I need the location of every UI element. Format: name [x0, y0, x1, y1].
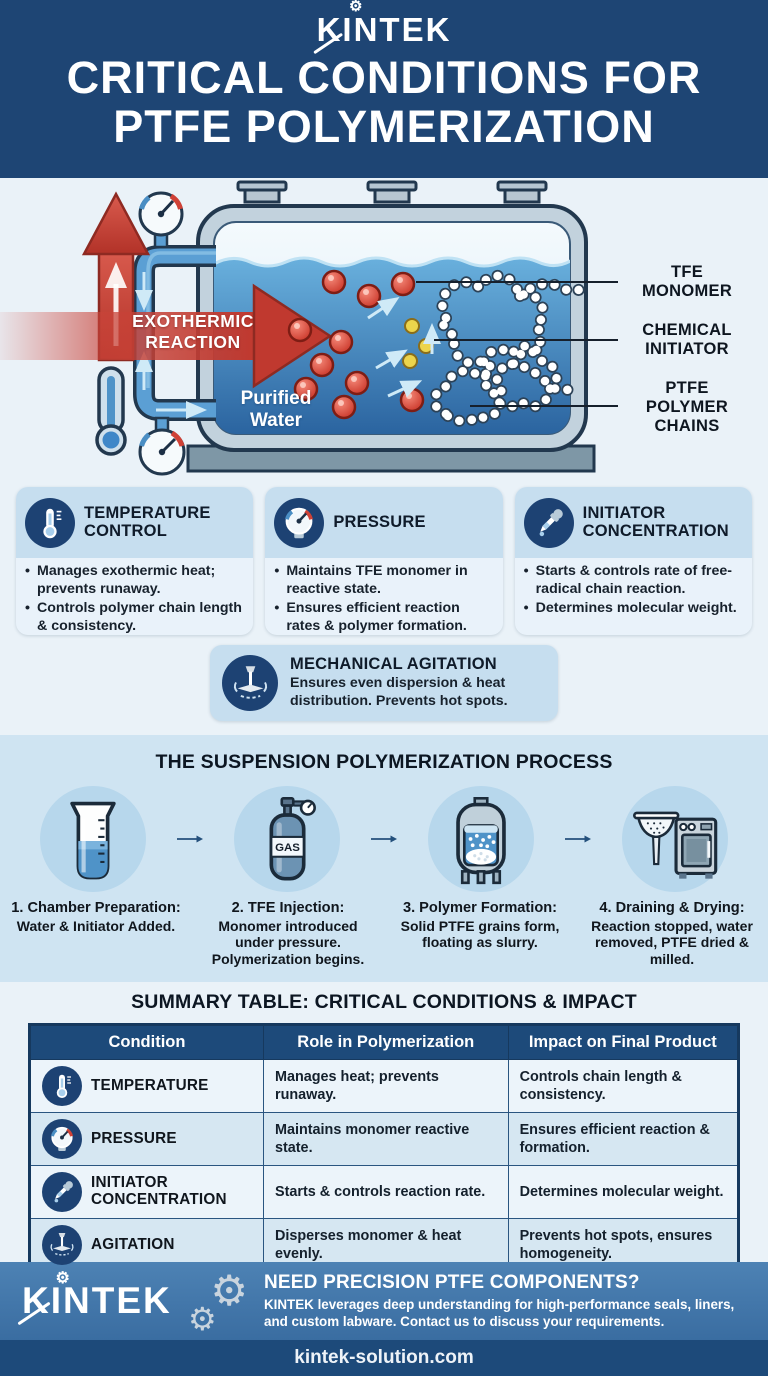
agitation-title: MECHANICAL AGITATION — [290, 655, 497, 674]
condition-cards: TEMPERATURE CONTROL Manages exothermic h… — [0, 485, 768, 635]
website-bar: kintek-solution.com — [0, 1340, 768, 1376]
gear-icon: ⚙ — [348, 0, 365, 15]
thermometer-icon — [25, 498, 75, 548]
card-title: PRESSURE — [333, 513, 426, 532]
process-steps-icons: GAS — [0, 786, 768, 892]
gas-label: GAS — [275, 842, 300, 854]
polymer-chains — [429, 269, 592, 427]
role-cell: Maintains monomer reactive state. — [262, 1112, 509, 1166]
column-header-impact: Impact on Final Product — [507, 1024, 740, 1060]
conditions-section: EXOTHERMIC REACTION Purified Water TFE M… — [0, 178, 768, 735]
thermometer-icon — [42, 1066, 82, 1106]
process-step-1: 1. Chamber Preparation: Water & Initiato… — [11, 900, 181, 934]
card-title: INITIATOR CONCENTRATION — [582, 504, 729, 540]
purified-water-label: Purified Water — [240, 388, 312, 431]
agitation-description: Ensures even dispersion & heat distribut… — [290, 675, 508, 709]
process-section: THE SUSPENSION POLYMERIZATION PROCESS — [0, 735, 768, 982]
pressure-gauge-icon — [274, 498, 325, 548]
process-step-4: 4. Draining & Drying: Reaction stopped, … — [591, 900, 753, 968]
card-bullet: Controls polymer chain length & consiste… — [24, 600, 247, 635]
tfe-monomer-label: TFE MONOMER — [641, 263, 733, 301]
summary-table: Condition Role in Polymerization Impact … — [28, 1023, 740, 1274]
condition-card-temperature: TEMPERATURE CONTROL Manages exothermic h… — [16, 487, 254, 635]
summary-header-row: Condition Role in Polymerization Impact … — [29, 1024, 740, 1060]
footer-heading: NEED PRECISION PTFE COMPONENTS? — [264, 1271, 640, 1293]
column-header-condition: Condition — [29, 1024, 264, 1060]
card-bullet: Ensures efficient reaction rates & polym… — [273, 600, 496, 635]
ptfe-polymer-chains-label: PTFE POLYMER CHAINS — [645, 379, 729, 436]
callout-lines — [416, 281, 618, 407]
chemical-initiator-label: CHEMICAL INITIATOR — [642, 321, 732, 359]
summary-title: SUMMARY TABLE: CRITICAL CONDITIONS & IMP… — [131, 991, 637, 1013]
kintek-logo: ⚙ KINTEK — [312, 0, 452, 54]
table-row-pressure: PRESSURE Maintains monomer reactive stat… — [29, 1112, 740, 1166]
pressure-gauge-top — [138, 191, 184, 249]
gears-icon: ⚙⚙ — [188, 1267, 248, 1337]
impact-cell: Determines molecular weight. — [507, 1165, 740, 1219]
dropper-icon — [523, 498, 574, 548]
header: ⚙ KINTEK CRITICAL CONDITIONS FOR PTFE PO… — [0, 0, 768, 178]
agitation-card: MECHANICAL AGITATION Ensures even disper… — [210, 645, 558, 721]
page-title: CRITICAL CONDITIONS FOR PTFE POLYMERIZAT… — [0, 52, 768, 152]
reactor-vessel-icon — [428, 786, 534, 892]
process-arrow-icon — [371, 831, 397, 847]
impact-cell: Controls chain length & consistency. — [507, 1059, 740, 1113]
role-cell: Manages heat; prevents runaway. — [262, 1059, 509, 1113]
footer-body: KINTEK leverages deep understanding for … — [264, 1296, 735, 1329]
condition-card-initiator: INITIATOR CONCENTRATION Starts & control… — [514, 487, 752, 635]
pressure-gauge-icon — [42, 1119, 82, 1159]
process-arrow-icon — [565, 831, 591, 847]
pipe-flow-arrows — [135, 272, 207, 419]
process-steps-captions: 1. Chamber Preparation: Water & Initiato… — [0, 900, 768, 968]
process-arrow-icon — [177, 831, 203, 847]
kintek-footer-logo: ⚙ KINTEK — [17, 1270, 174, 1326]
thermometer — [95, 366, 127, 456]
card-bullet: Starts & controls rate of free-radical c… — [523, 563, 746, 598]
funnel-oven-icon — [622, 786, 728, 892]
pressure-gauge-bottom — [138, 416, 186, 476]
title-line-1: CRITICAL CONDITIONS FOR — [66, 52, 702, 103]
process-title: THE SUSPENSION POLYMERIZATION PROCESS — [155, 751, 613, 773]
reaction-arrows — [367, 297, 441, 398]
gear-icon: ⚙ — [55, 1270, 72, 1287]
title-line-2: PTFE POLYMERIZATION — [113, 100, 655, 152]
website-link[interactable]: kintek-solution.com — [294, 1347, 474, 1368]
process-step-2: 2. TFE Injection: Monomer introduced und… — [211, 900, 365, 968]
dropper-icon — [42, 1172, 82, 1212]
beaker-icon — [40, 786, 146, 892]
card-title: TEMPERATURE CONTROL — [84, 504, 211, 540]
condition-card-pressure: PRESSURE Maintains TFE monomer in reacti… — [265, 487, 503, 635]
footer: ⚙ KINTEK ⚙⚙ NEED PRECISION PTFE COMPONEN… — [0, 1262, 768, 1340]
reactor-diagram-art — [0, 180, 618, 476]
process-step-3: 3. Polymer Formation: Solid PTFE grains … — [400, 900, 560, 951]
stirrer-icon — [42, 1225, 82, 1265]
table-row-temperature: TEMPERATURE Manages heat; prevents runaw… — [29, 1059, 740, 1113]
logo-text: KINTEK — [316, 11, 452, 48]
card-bullet: Determines molecular weight. — [523, 600, 746, 618]
card-bullet: Maintains TFE monomer in reactive state. — [273, 563, 496, 598]
tank-lugs — [236, 180, 548, 204]
role-cell: Starts & controls reaction rate. — [262, 1165, 509, 1219]
impact-cell: Ensures efficient reaction & formation. — [507, 1112, 740, 1166]
column-header-role: Role in Polymerization — [262, 1024, 509, 1060]
stirrer-icon — [222, 655, 278, 711]
summary-section: SUMMARY TABLE: CRITICAL CONDITIONS & IMP… — [0, 982, 768, 1274]
card-bullet: Manages exothermic heat; prevents runawa… — [24, 563, 247, 598]
exothermic-label: EXOTHERMIC REACTION — [132, 311, 254, 352]
gas-cylinder-icon: GAS — [234, 786, 340, 892]
reactor-diagram: EXOTHERMIC REACTION Purified Water TFE M… — [0, 178, 768, 485]
table-row-initiator: INITIATOR CONCENTRATION Starts & control… — [29, 1165, 740, 1219]
